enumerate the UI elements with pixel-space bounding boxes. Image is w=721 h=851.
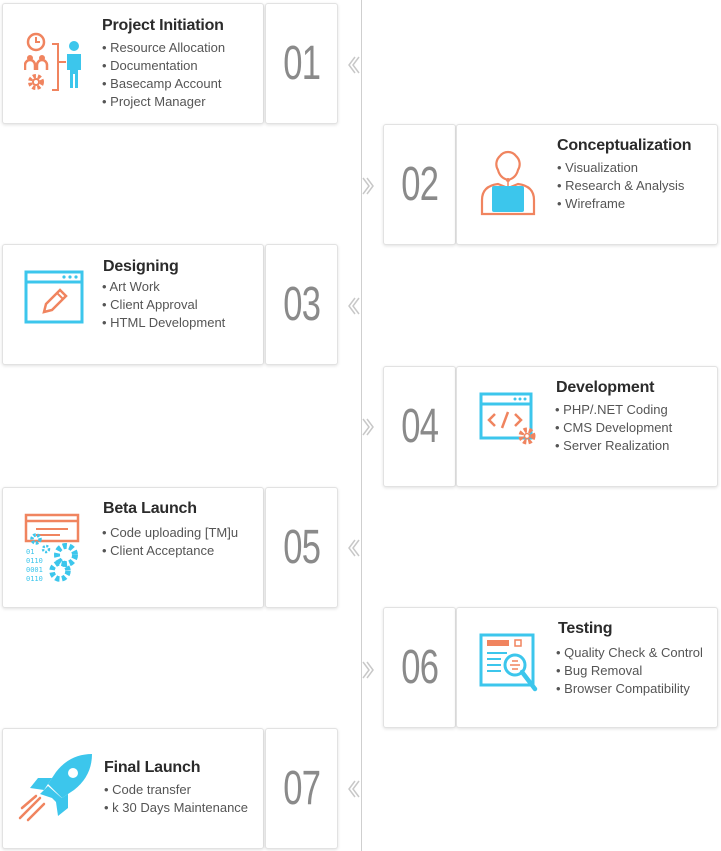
chevron-left-icon bbox=[348, 56, 360, 74]
step-number: 03 bbox=[282, 278, 321, 331]
step-items: Code uploading [TM]u Client Acceptance bbox=[102, 524, 238, 560]
list-item: Code uploading [TM]u bbox=[102, 524, 238, 542]
binary-gears-icon: 01 0110 0001 0110 bbox=[24, 513, 84, 592]
step-title: Conceptualization bbox=[557, 137, 692, 154]
list-item: Client Approval bbox=[102, 296, 225, 314]
step-number: 06 bbox=[400, 641, 439, 694]
step-number-box: 02 bbox=[383, 124, 456, 245]
step-title: Development bbox=[556, 379, 655, 396]
chevron-right-icon bbox=[362, 177, 374, 195]
step-items: Resource Allocation Documentation Baseca… bbox=[102, 39, 225, 111]
step-title: Beta Launch bbox=[103, 500, 197, 517]
list-item: Resource Allocation bbox=[102, 39, 225, 57]
chevron-left-icon bbox=[348, 780, 360, 798]
chevron-left-icon bbox=[348, 297, 360, 315]
list-item: Art Work bbox=[102, 278, 225, 296]
list-item: Quality Check & Control bbox=[556, 644, 703, 662]
step-number-box: 03 bbox=[265, 244, 338, 365]
list-item: Research & Analysis bbox=[557, 177, 684, 195]
list-item: Basecamp Account bbox=[102, 75, 225, 93]
team-manager-icon bbox=[23, 32, 88, 97]
step-title: Final Launch bbox=[104, 759, 201, 776]
list-item: HTML Development bbox=[102, 314, 225, 332]
svg-text:0110: 0110 bbox=[26, 557, 43, 565]
step-number: 02 bbox=[400, 158, 439, 211]
step-number: 04 bbox=[400, 400, 439, 453]
list-item: Client Acceptance bbox=[102, 542, 238, 560]
chevron-right-icon bbox=[362, 418, 374, 436]
step-items: Visualization Research & Analysis Wirefr… bbox=[557, 159, 684, 213]
timeline-line bbox=[361, 0, 362, 851]
step-number: 05 bbox=[282, 521, 321, 574]
browser-pencil-icon bbox=[24, 270, 84, 331]
step-number-box: 05 bbox=[265, 487, 338, 608]
step-number-box: 04 bbox=[383, 366, 456, 487]
step-number-box: 07 bbox=[265, 728, 338, 849]
list-item: CMS Development bbox=[555, 419, 672, 437]
list-item: Project Manager bbox=[102, 93, 225, 111]
chevron-right-icon bbox=[362, 661, 374, 679]
step-items: Art Work Client Approval HTML Developmen… bbox=[102, 278, 225, 332]
svg-text:01: 01 bbox=[26, 548, 34, 556]
step-number-box: 01 bbox=[265, 3, 338, 124]
person-laptop-icon bbox=[480, 150, 536, 221]
chevron-left-icon bbox=[348, 539, 360, 557]
list-item: Server Realization bbox=[555, 437, 672, 455]
step-items: Code transfer k 30 Days Maintenance bbox=[104, 781, 248, 817]
list-item: k 30 Days Maintenance bbox=[104, 799, 248, 817]
step-number: 07 bbox=[282, 762, 321, 815]
list-item: Visualization bbox=[557, 159, 684, 177]
step-title: Testing bbox=[558, 620, 613, 637]
rocket-icon bbox=[18, 752, 98, 829]
step-items: PHP/.NET Coding CMS Development Server R… bbox=[555, 401, 672, 455]
svg-text:0001: 0001 bbox=[26, 566, 43, 574]
step-number-box: 06 bbox=[383, 607, 456, 728]
list-item: Code transfer bbox=[104, 781, 248, 799]
step-items: Quality Check & Control Bug Removal Brow… bbox=[556, 644, 703, 698]
list-item: Browser Compatibility bbox=[556, 680, 703, 698]
browser-magnifier-icon bbox=[479, 633, 539, 700]
list-item: Wireframe bbox=[557, 195, 684, 213]
step-title: Project Initiation bbox=[102, 17, 224, 34]
list-item: Bug Removal bbox=[556, 662, 703, 680]
svg-text:0110: 0110 bbox=[26, 575, 43, 583]
browser-code-gear-icon bbox=[479, 392, 539, 453]
step-number: 01 bbox=[282, 37, 321, 90]
list-item: Documentation bbox=[102, 57, 225, 75]
list-item: PHP/.NET Coding bbox=[555, 401, 672, 419]
step-title: Designing bbox=[103, 258, 179, 275]
